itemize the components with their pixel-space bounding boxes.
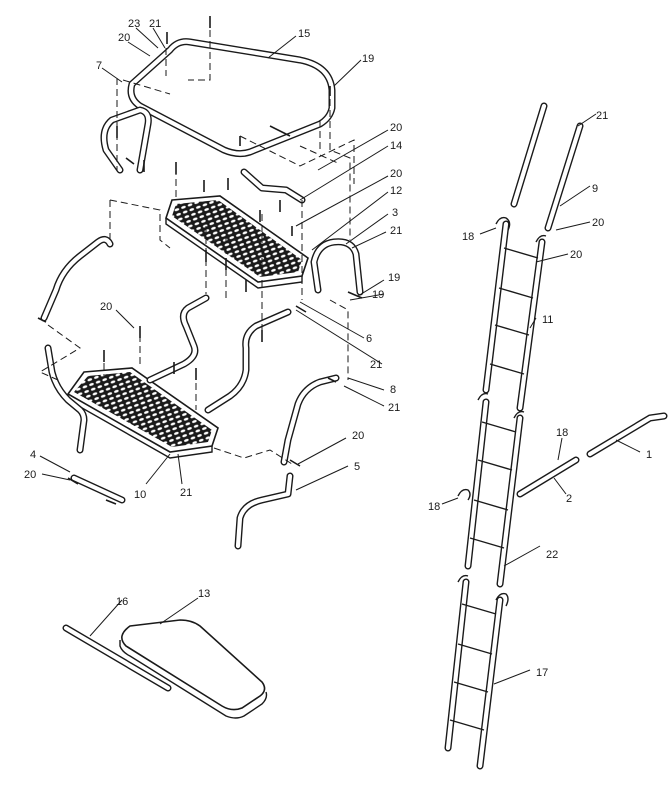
lower-leg-part-5 [234, 472, 294, 550]
callout-20-ladder-b: 21 [596, 110, 608, 122]
left-frame-tube [40, 235, 114, 322]
lower-left-frame-tube [44, 344, 88, 454]
ladder-section-part-17 [444, 578, 504, 770]
callout-4: 4 [30, 449, 36, 461]
callout-19-top: 19 [362, 53, 374, 65]
callout-6: 6 [366, 333, 372, 345]
callout-23: 23 [128, 18, 140, 30]
upper-platform-part-12 [165, 195, 309, 289]
callout-10: 10 [134, 489, 146, 501]
callout-19-mid-a: 19 [388, 272, 400, 284]
callout-18-ladder-a: 18 [462, 231, 474, 243]
brace-part-2 [516, 456, 580, 498]
callout-1: 1 [646, 449, 652, 461]
callout-21-mid-c: 21 [388, 402, 400, 414]
callout-7: 7 [96, 60, 102, 72]
callout-20-ladder-a: 20 [592, 217, 604, 229]
callout-12: 12 [390, 185, 402, 197]
callout-16: 16 [116, 596, 128, 608]
callout-3: 3 [392, 207, 398, 219]
rail-bracket-part-14 [240, 168, 306, 204]
foot-bar-part-4 [70, 474, 126, 504]
ladder-clamps-part-18 [457, 216, 547, 607]
callout-21-top: 21 [149, 18, 161, 30]
callout-labels: 23 21 20 7 15 19 20 14 20 12 3 21 19 19 … [24, 18, 652, 679]
center-frame-tube [146, 294, 210, 384]
callout-14: 14 [390, 140, 402, 152]
center-right-frame-tube [204, 308, 292, 414]
callout-9: 9 [592, 183, 598, 195]
callout-18-ladder-c: 18 [428, 501, 440, 513]
callout-21-mid-b: 21 [370, 359, 382, 371]
callout-8: 8 [390, 384, 396, 396]
callout-15: 15 [298, 28, 310, 40]
callout-21-mid-a: 21 [390, 225, 402, 237]
callout-leaders [39, 27, 641, 685]
callout-13: 13 [198, 588, 210, 600]
callout-21-ladder: 20 [570, 249, 582, 261]
callout-22: 22 [546, 549, 558, 561]
callout-20-mid-b: 20 [390, 168, 402, 180]
right-frame-tube-part-8 [280, 374, 340, 466]
callout-20-mid-a: 20 [390, 122, 402, 134]
callout-21-bottom: 21 [180, 487, 192, 499]
shooting-rail-part-16 [62, 624, 172, 692]
fasteners [37, 16, 363, 505]
top-rail-part-15 [127, 38, 336, 158]
ladder-rail-part-9 [510, 102, 584, 232]
rail-bracket-part-3 [310, 238, 364, 296]
rail-bracket-part-7 [100, 106, 152, 174]
callout-11: 11 [542, 314, 553, 326]
seat-pad-part-13 [119, 619, 268, 719]
callout-5: 5 [354, 461, 360, 473]
callout-18-ladder-b: 18 [556, 427, 568, 439]
callout-20-right: 20 [352, 430, 364, 442]
brace-part-1 [586, 412, 668, 458]
ladder-section-part-22 [464, 398, 524, 588]
ladder-section-part-11 [482, 220, 546, 412]
callout-20-bottom-left: 20 [24, 469, 36, 481]
callout-2: 2 [566, 493, 572, 505]
callout-19-mid-b: 19 [372, 289, 384, 301]
lower-platform-part-10 [66, 367, 219, 459]
callout-20-top: 20 [118, 32, 130, 44]
callout-20-left: 20 [100, 301, 112, 313]
callout-17: 17 [536, 667, 548, 679]
